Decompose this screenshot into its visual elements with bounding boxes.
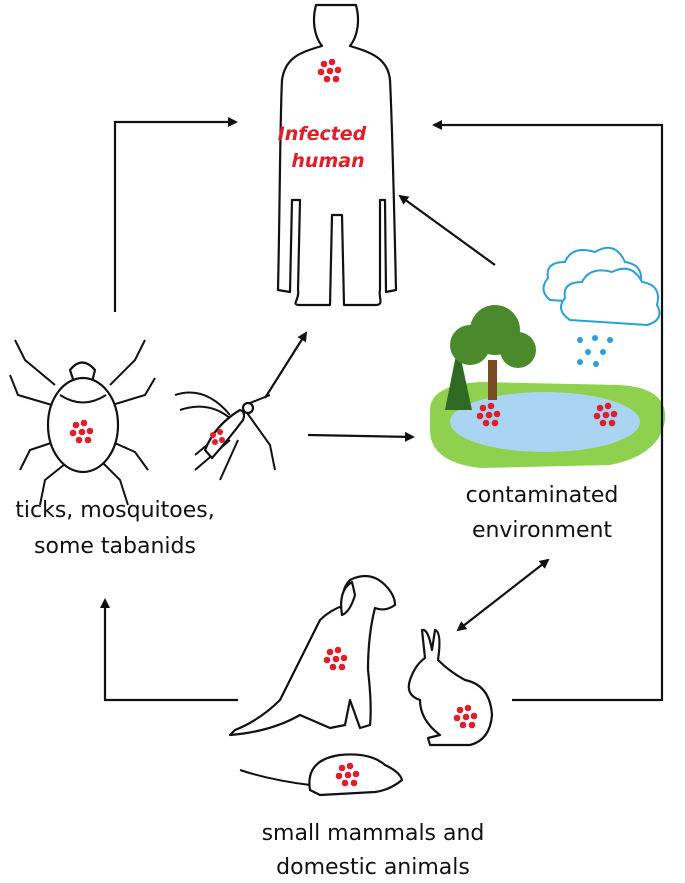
arrow-environment-to-human bbox=[398, 194, 496, 266]
environment-label-line1: contaminated bbox=[466, 483, 619, 508]
vectors-label-line2: some tabanids bbox=[34, 534, 196, 559]
human-silhouette: Infected human bbox=[276, 3, 398, 307]
arrow-vectors-to-human bbox=[113, 117, 238, 312]
arrow-animals-to-human bbox=[432, 120, 664, 702]
animals-label-line2: domestic animals bbox=[276, 855, 470, 880]
environment-illustration bbox=[430, 246, 666, 468]
dog-icon bbox=[228, 574, 397, 737]
human-label-line1: Infected bbox=[278, 123, 367, 145]
human-label-line2: human bbox=[291, 150, 364, 172]
rabbit-icon bbox=[407, 628, 494, 747]
arrow-mosquito-to-human bbox=[264, 331, 308, 399]
arrow-environment-animals bbox=[456, 558, 550, 632]
tick-icon bbox=[9, 339, 156, 506]
vectors-label-line1: ticks, mosquitoes, bbox=[15, 498, 214, 523]
animals-label-line1: small mammals and bbox=[262, 821, 485, 846]
rain-cloud-icon bbox=[542, 246, 661, 367]
environment-label-line2: environment bbox=[472, 518, 612, 543]
mosquito-icon bbox=[174, 391, 276, 481]
rat-icon bbox=[239, 753, 404, 797]
arrows bbox=[100, 117, 664, 702]
arrow-vectors-to-environment bbox=[307, 431, 415, 442]
arrow-animals-to-vectors bbox=[100, 598, 238, 702]
